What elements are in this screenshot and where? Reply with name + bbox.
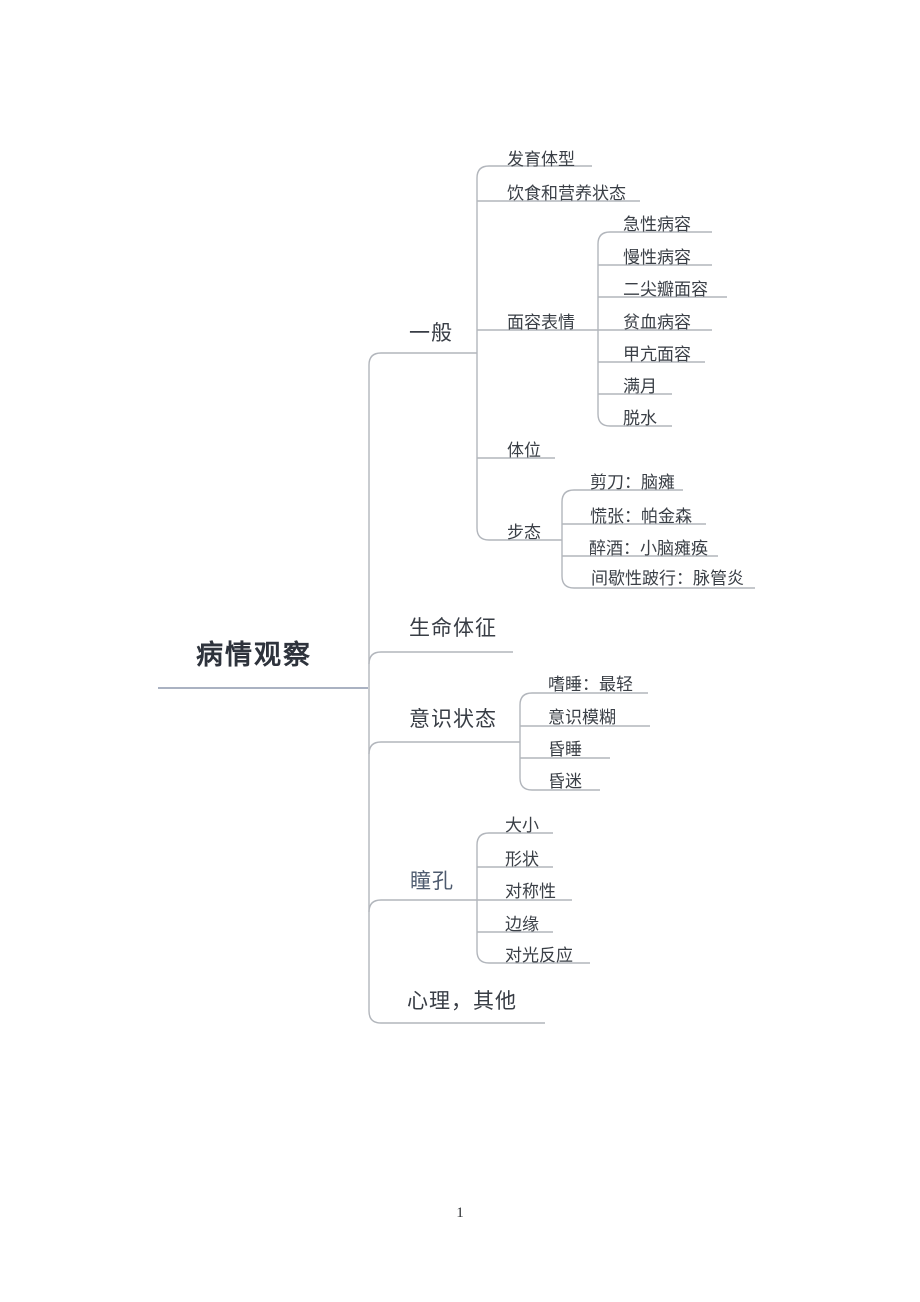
node-diet-nutrition: 饮食和营养状态 (507, 184, 626, 203)
node-consciousness: 意识状态 (409, 708, 497, 731)
underline-consciousness (368, 741, 520, 755)
node-light-reflex: 对光反应 (505, 946, 573, 965)
node-scissors-gait: 剪刀：脑瘫 (590, 473, 675, 492)
node-stupor: 昏睡 (548, 740, 582, 759)
node-vital-signs: 生命体征 (409, 617, 497, 640)
node-margin: 边缘 (505, 915, 539, 934)
node-hyperthyroid-facies: 甲亢面容 (623, 345, 691, 364)
node-festinating-gait: 慌张：帕金森 (590, 507, 692, 526)
underline-pupil (368, 899, 477, 913)
node-facial-expression: 面容表情 (507, 313, 575, 332)
node-shape: 形状 (505, 850, 539, 869)
node-somnolence: 嗜睡：最轻 (548, 675, 633, 694)
spine-main (368, 352, 545, 1024)
node-symmetry: 对称性 (505, 882, 556, 901)
node-confusion: 意识模糊 (548, 708, 616, 727)
node-pupil: 瞳孔 (410, 870, 454, 893)
underline-vital-signs (368, 651, 513, 665)
page-number: 1 (456, 1205, 464, 1221)
spine-general (476, 165, 592, 541)
node-psychology-others: 心理，其他 (407, 990, 517, 1013)
spine-gait (561, 489, 755, 589)
spine-consciousness (519, 692, 648, 791)
node-anemic-facies: 贫血病容 (623, 313, 691, 332)
node-mitral-facies: 二尖瓣面容 (623, 280, 708, 299)
node-size: 大小 (505, 816, 539, 835)
node-coma: 昏迷 (548, 772, 582, 791)
node-chronic-facies: 慢性病容 (623, 248, 691, 267)
node-intermittent-claudication: 间歇性跛行：脉管炎 (591, 569, 744, 588)
node-root-condition-observation: 病情观察 (196, 640, 312, 670)
spine-facial-expression (597, 231, 712, 427)
node-drunken-gait: 醉酒：小脑瘫痪 (589, 539, 708, 558)
node-position: 体位 (507, 441, 541, 460)
node-acute-facies: 急性病容 (623, 215, 691, 234)
node-gait: 步态 (507, 523, 541, 542)
node-moon-face: 满月 (623, 377, 657, 396)
node-development-build: 发育体型 (507, 150, 575, 169)
node-general: 一般 (409, 322, 453, 345)
spine-pupil (476, 832, 590, 964)
node-dehydration: 脱水 (623, 409, 657, 428)
